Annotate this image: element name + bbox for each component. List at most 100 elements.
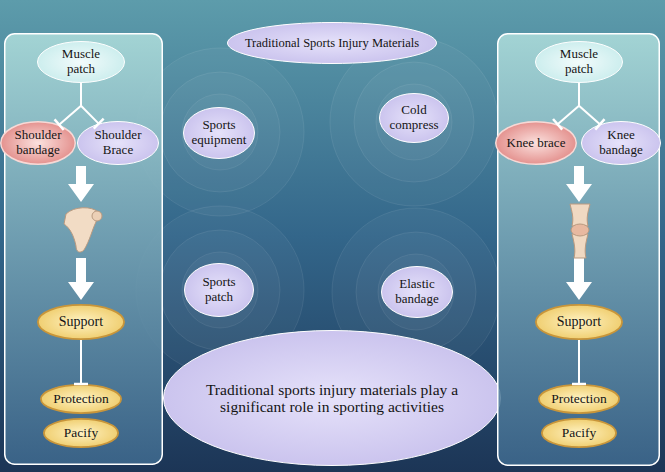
summary-ellipse: Traditional sports injury materials play… bbox=[163, 330, 501, 466]
ring bbox=[182, 252, 258, 328]
category-ellipse: Sports equipment bbox=[183, 107, 255, 159]
node-label: Sports equipment bbox=[189, 118, 249, 147]
outcome-ellipse: Support bbox=[535, 304, 623, 340]
flow-arrow bbox=[566, 258, 592, 300]
text-holder: Shoulder Brace bbox=[77, 121, 159, 165]
node-label: Protection bbox=[551, 391, 607, 406]
inhibit-connector bbox=[558, 83, 579, 124]
shoulder-joint bbox=[92, 211, 102, 221]
node-label: Pacify bbox=[562, 425, 597, 440]
text-holder: Support bbox=[37, 304, 125, 340]
node-ellipse bbox=[536, 42, 623, 83]
node-label: Traditional Sports Injury Materials bbox=[245, 36, 419, 50]
node-ellipse bbox=[542, 419, 616, 447]
ring bbox=[376, 84, 452, 160]
flow-arrow bbox=[566, 166, 592, 202]
text-holder: Pacify bbox=[541, 418, 617, 448]
inhibit-connector bbox=[578, 340, 580, 384]
inhibit-connector bbox=[579, 83, 600, 124]
node-label: Support bbox=[59, 314, 103, 330]
node-label: Cold compress bbox=[385, 103, 443, 132]
text-holder: Protection bbox=[538, 384, 620, 414]
shoulder-bone bbox=[64, 208, 98, 252]
node-ellipse bbox=[78, 122, 159, 165]
node-label: Sports patch bbox=[190, 275, 248, 304]
category-ellipse: Elastic bandage bbox=[381, 266, 453, 318]
node-label: Support bbox=[557, 314, 601, 330]
node-ellipse bbox=[38, 42, 125, 83]
ring bbox=[378, 254, 454, 330]
outcome-ellipse: Protection bbox=[40, 384, 122, 414]
text-holder: Traditional sports injury materials play… bbox=[163, 330, 501, 466]
node-label: Traditional sports injury materials play… bbox=[177, 381, 487, 416]
node-label: Knee bandage bbox=[587, 128, 655, 157]
node-ellipse bbox=[38, 305, 124, 339]
process-ellipse: Shoulder bandage bbox=[0, 121, 76, 165]
group-panel: Muscle patchShoulder bandage Shoulder Bra… bbox=[4, 33, 163, 465]
text-holder: Support bbox=[535, 304, 623, 340]
node-ellipse bbox=[228, 23, 437, 64]
text-holder: Muscle patch bbox=[37, 41, 125, 83]
shin-bone bbox=[572, 234, 588, 258]
inhibit-connector bbox=[59, 83, 81, 125]
node-ellipse bbox=[582, 122, 661, 165]
node-ellipse bbox=[41, 385, 121, 413]
node-ellipse bbox=[496, 122, 577, 165]
node-label: Muscle patch bbox=[553, 47, 605, 76]
node-ellipse bbox=[382, 267, 453, 318]
text-holder: Elastic bandage bbox=[381, 266, 453, 318]
node-label: Shoulder bandage bbox=[6, 128, 70, 157]
panel-rect bbox=[498, 34, 660, 466]
process-ellipse: Knee brace bbox=[495, 121, 577, 165]
node-label: Elastic bandage bbox=[387, 277, 447, 306]
group-panel: Muscle patchKnee brace Knee bandageSuppor… bbox=[497, 33, 660, 466]
kneecap bbox=[571, 224, 589, 236]
shoulder-illustration bbox=[64, 208, 102, 252]
text-holder: Sports equipment bbox=[183, 107, 255, 159]
text-holder: Muscle patch bbox=[535, 41, 623, 83]
flow-arrow bbox=[68, 258, 94, 300]
outcome-ellipse: Pacify bbox=[43, 418, 119, 448]
title-ellipse: Traditional Sports Injury Materials bbox=[227, 22, 437, 64]
text-holder: Cold compress bbox=[379, 93, 449, 143]
node-ellipse bbox=[1, 122, 76, 165]
node-label: Knee brace bbox=[507, 136, 566, 151]
node-ellipse bbox=[44, 419, 118, 447]
process-ellipse: Muscle patch bbox=[535, 41, 623, 83]
panel-rect bbox=[5, 34, 163, 465]
ring bbox=[160, 72, 280, 192]
outcome-ellipse: Protection bbox=[538, 384, 620, 414]
category-ellipse: Sports patch bbox=[184, 263, 254, 317]
node-label: Muscle patch bbox=[55, 47, 107, 76]
node-ellipse bbox=[164, 331, 501, 466]
ring bbox=[160, 230, 280, 350]
text-holder: Pacify bbox=[43, 418, 119, 448]
text-holder: Traditional Sports Injury Materials bbox=[227, 22, 437, 64]
process-ellipse: Muscle patch bbox=[37, 41, 125, 83]
node-ellipse bbox=[380, 94, 449, 143]
node-ellipse bbox=[539, 385, 619, 413]
inhibit-connector bbox=[81, 83, 99, 124]
node-ellipse bbox=[536, 305, 622, 339]
process-ellipse: Shoulder Brace bbox=[77, 121, 159, 165]
text-holder: Protection bbox=[40, 384, 122, 414]
outcome-ellipse: Support bbox=[37, 304, 125, 340]
node-ellipse bbox=[185, 264, 254, 317]
thigh-bone bbox=[570, 204, 590, 226]
ring bbox=[182, 94, 258, 170]
node-ellipse bbox=[184, 108, 255, 159]
text-holder: Knee bandage bbox=[581, 121, 661, 165]
ring bbox=[354, 62, 474, 182]
knee-illustration bbox=[570, 204, 590, 258]
inhibit-connector bbox=[80, 340, 82, 384]
node-label: Pacify bbox=[64, 425, 99, 440]
text-holder: Knee brace bbox=[495, 121, 577, 165]
outcome-ellipse: Pacify bbox=[541, 418, 617, 448]
node-label: Shoulder Brace bbox=[85, 128, 151, 157]
text-holder: Shoulder bandage bbox=[0, 121, 76, 165]
node-label: Protection bbox=[53, 391, 109, 406]
category-ellipse: Cold compress bbox=[379, 93, 449, 143]
